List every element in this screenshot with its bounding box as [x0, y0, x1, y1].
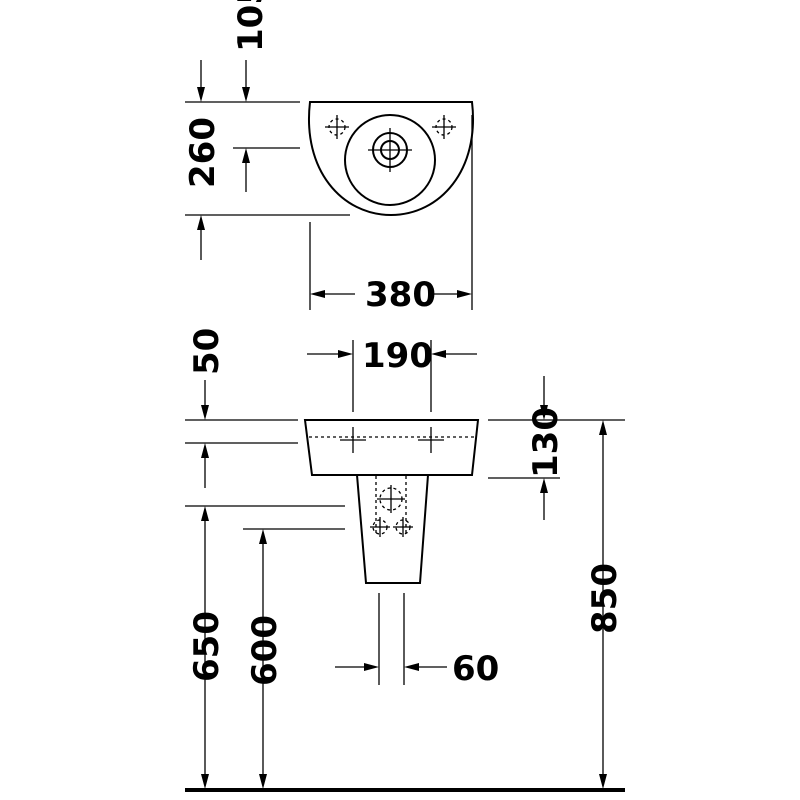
mounting-hole-left — [325, 115, 349, 139]
basin-front-outline — [303, 419, 480, 476]
basin-plan-outline — [308, 101, 474, 217]
dim-105-label: 105 — [231, 0, 271, 52]
plan-view: 105 260 380 — [183, 0, 474, 315]
mounting-hole-right — [432, 115, 456, 139]
dim-60-label: 60 — [452, 649, 499, 689]
dim-190-label: 190 — [362, 336, 433, 376]
bowl-circle — [344, 114, 436, 206]
pedestal-outline — [355, 474, 430, 584]
dim-260-label: 260 — [183, 117, 223, 188]
dim-380-label: 380 — [365, 275, 436, 315]
dim-850-label: 850 — [585, 563, 625, 634]
tap-hole-right — [418, 427, 444, 453]
front-view: 190 50 130 850 650 600 60 — [185, 328, 625, 792]
dim-50-label: 50 — [187, 328, 227, 375]
dim-600-label: 600 — [245, 615, 285, 686]
tap-hole-left — [340, 427, 366, 453]
dim-130-label: 130 — [526, 407, 566, 478]
dim-650-label: 650 — [187, 611, 227, 682]
